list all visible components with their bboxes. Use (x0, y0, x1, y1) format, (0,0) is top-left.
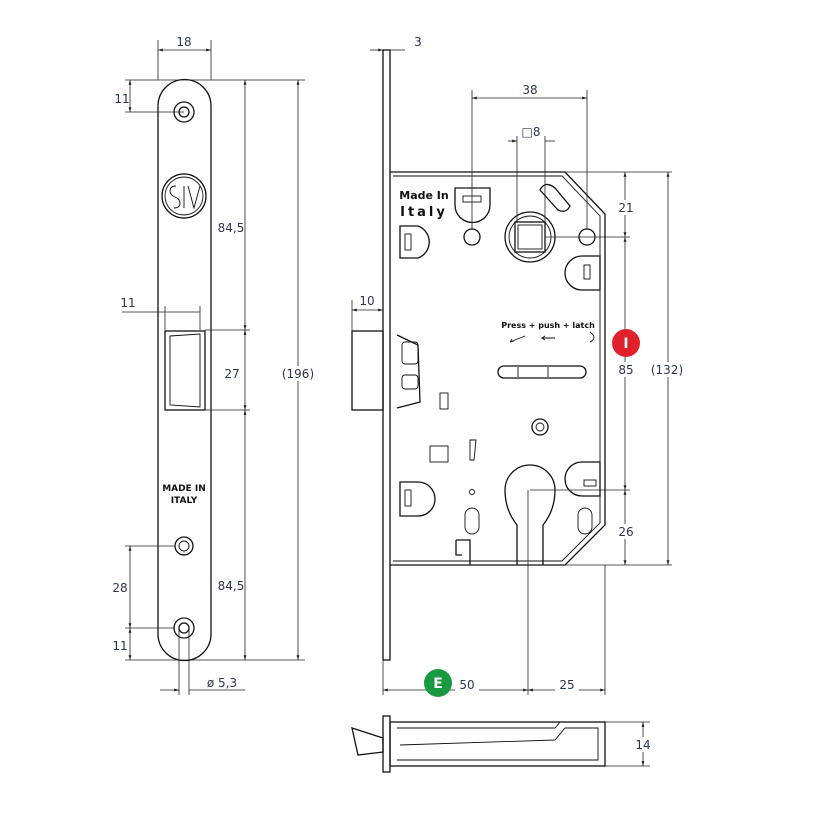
latch-opening (164, 330, 206, 411)
dim-backset: 50 (459, 678, 474, 692)
dim-cyl-offset: 25 (559, 678, 574, 692)
dim-center: 85 (618, 363, 633, 377)
instruction-text: Press + push + latch (501, 321, 595, 330)
dim-bottom-bg (614, 524, 638, 539)
adjust-screw (174, 536, 194, 556)
dim-spindle: □8 (522, 125, 541, 139)
dim-total: (196) (282, 367, 314, 381)
dim-latch: 10 (359, 294, 374, 308)
body-made-in-2: Italy (400, 205, 448, 220)
dim-latch-offset: 11 (120, 296, 135, 310)
hole-left (463, 228, 481, 246)
marker-e: E (424, 669, 452, 697)
dim-width: 18 (176, 35, 191, 49)
deadbolt-slot (497, 365, 587, 379)
dim-thickness-bg (633, 737, 653, 752)
dim-center-bg (614, 362, 638, 377)
curved-slot (539, 183, 571, 212)
dim-lower: 84,5 (218, 579, 245, 593)
marker-i: I (612, 329, 640, 357)
made-in-label-2: ITALY (171, 496, 198, 506)
dim-bottom: 26 (618, 525, 633, 539)
instruction-arrows (509, 331, 595, 343)
cylinder-profile (504, 464, 556, 565)
faceplate-outline (157, 78, 212, 662)
dim-cyl-offset-bg (555, 678, 579, 693)
faceplate-dimensions (122, 40, 305, 695)
dim-bottom-hole: 11 (112, 639, 127, 653)
lock-case (390, 171, 606, 566)
small-tab (439, 392, 449, 410)
dim-lower-bg (218, 579, 244, 594)
lever (469, 439, 477, 461)
dim-backset-bg (455, 678, 479, 693)
notch (455, 539, 471, 565)
slot-right (577, 507, 593, 535)
dim-hole-diameter: ø 5,3 (207, 676, 237, 690)
small-dot (469, 489, 475, 495)
dim-hole-spacing: 28 (112, 581, 127, 595)
dim-total-bg (280, 366, 316, 381)
dim-upper: 84,5 (218, 221, 245, 235)
made-in-label-1: MADE IN (162, 484, 206, 494)
bottom-view: 14 (351, 715, 653, 773)
dim-total-height: (132) (651, 363, 683, 377)
dim-thickness: 14 (635, 738, 650, 752)
dim-total-height-bg (646, 362, 688, 377)
ratchet-block (429, 445, 449, 463)
adjust-screw-inner (178, 540, 190, 552)
dim-latch-height: 27 (224, 367, 239, 381)
dim-upper-bg (218, 221, 244, 236)
latch-tip (351, 727, 384, 756)
dim-top: 21 (618, 201, 633, 215)
latch-bolt (351, 330, 421, 411)
marker-i-label: I (623, 336, 628, 352)
lock-body-view: Made In Italy Press + push + latch (351, 35, 688, 697)
marker-e-label: E (433, 676, 443, 692)
dim-plate: 3 (414, 35, 422, 49)
faceplate-view: MADE IN ITALY (112, 35, 316, 695)
front-plate (382, 49, 391, 661)
bottom-screw-hole-inner (178, 622, 190, 634)
stv-logo (161, 173, 207, 219)
slot-left (464, 507, 480, 535)
dim-holes: 38 (522, 83, 537, 97)
bottom-screw-hole (173, 617, 195, 639)
dim-top-bg (614, 200, 638, 215)
pin-hole-inner (535, 422, 545, 432)
dim-top-hole: 11 (114, 92, 129, 106)
body-made-in-1: Made In (399, 189, 448, 202)
pin-hole (531, 418, 549, 436)
dim-latch-height-bg (220, 366, 244, 381)
